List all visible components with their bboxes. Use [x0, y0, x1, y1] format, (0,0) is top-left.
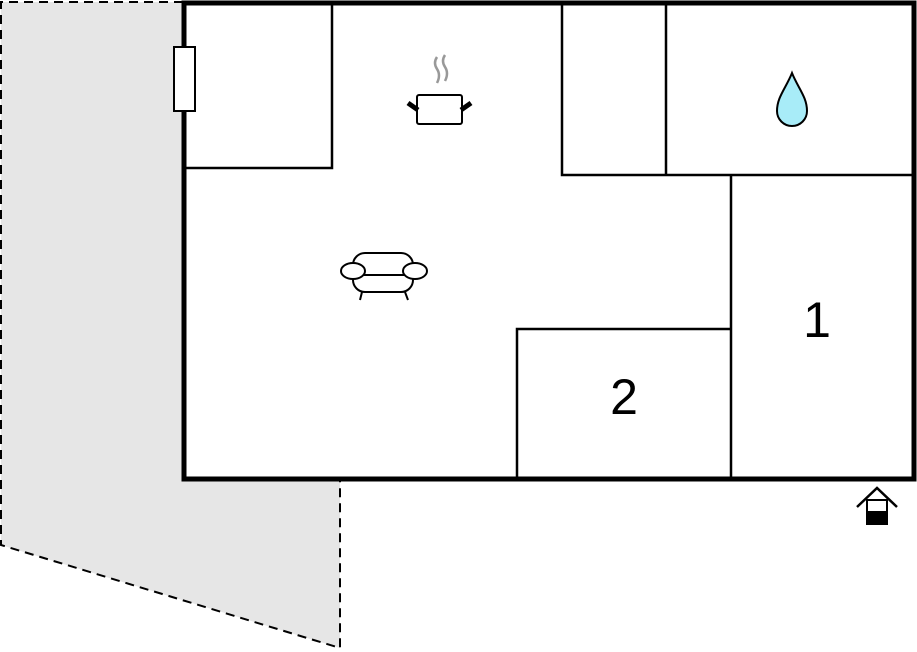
cooking-pot-icon	[406, 54, 473, 125]
water-drop-icon	[775, 70, 809, 127]
room-label-1: 1	[803, 292, 831, 348]
terrace-area	[0, 1, 341, 650]
entrance-house-icon	[856, 486, 898, 525]
room-label-2: 2	[610, 369, 638, 425]
window	[173, 46, 196, 112]
outer-wall	[181, 0, 917, 482]
sofa-icon	[340, 252, 428, 301]
interior-walls	[184, 3, 914, 479]
